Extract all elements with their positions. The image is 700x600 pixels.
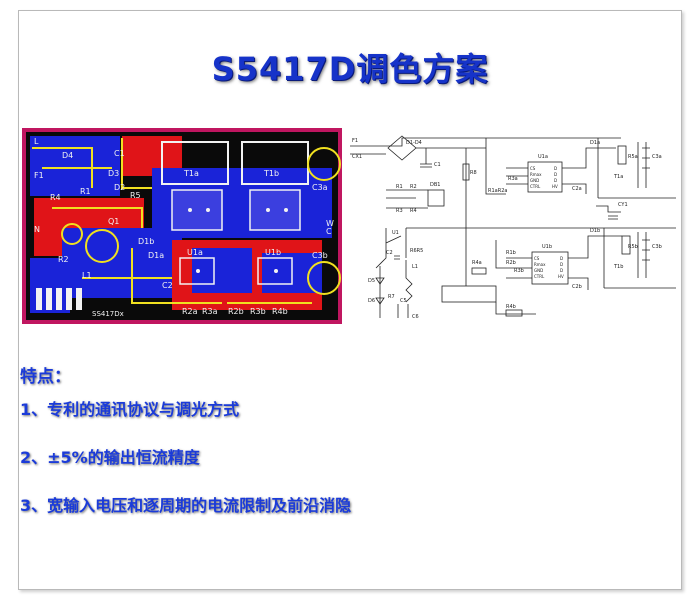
- sch-label-c2a: C2a: [572, 186, 582, 192]
- sch-label-r4: R4: [410, 208, 417, 214]
- u1a-pin-cs: CS: [530, 166, 536, 171]
- sch-label-d6: D6: [368, 298, 375, 304]
- sch-label-u1a: U1a: [538, 154, 548, 160]
- pcb-label-r4b: R4b: [272, 307, 288, 316]
- sch-label-r4b: R4b: [506, 304, 516, 310]
- page-title: S5417D调色方案: [211, 50, 489, 88]
- sch-label-r3: R3: [396, 208, 403, 214]
- pcb-label-d3: D3: [108, 169, 119, 178]
- pcb-label-r2a: R2a: [182, 307, 198, 316]
- sch-label-bridge: D1-D4: [406, 140, 422, 146]
- sch-label-cy1: CY1: [618, 202, 628, 208]
- sch-label-r1ar2a: R1aR2a: [488, 188, 507, 194]
- features-heading: 特点：: [20, 367, 71, 387]
- feature-item-3: 3、宽输入电压和逐周期的电流限制及前沿消隐: [20, 496, 352, 515]
- pcb-label-l1: L1: [82, 271, 92, 280]
- circuit-schematic-image: F1 CX1 D1-D4 C1 U1a D1a R5a C3a T1a R1 R…: [346, 128, 681, 326]
- pcb-label-f1: F1: [34, 171, 44, 180]
- pcb-label-r2: R2: [58, 255, 69, 264]
- sch-label-r7: R7: [388, 294, 395, 300]
- pcb-label-l: L: [34, 137, 39, 146]
- pcb-layout-image: L F1 N D4 R1 R4 D3 R5 C1 D2 R2 Q1 D1b U1…: [22, 128, 342, 324]
- sch-label-r3a: R3a: [508, 176, 518, 182]
- u1a-pin-gnd: GND: [530, 178, 539, 183]
- pcb-label-c2: C2: [162, 281, 173, 290]
- sch-label-c2: C2: [386, 250, 393, 256]
- sch-label-db1: DB1: [430, 182, 440, 188]
- pcb-label-r3b: R3b: [250, 307, 266, 316]
- u1b-pin-gnd: GND: [534, 268, 543, 273]
- sch-label-l1: L1: [412, 264, 418, 270]
- u1b-pin-d3: D: [560, 268, 563, 273]
- u1a-pin-rmax: Rmax: [530, 172, 542, 177]
- sch-label-d5: D5: [368, 278, 375, 284]
- sch-label-r6r5: R6R5: [410, 248, 423, 254]
- sch-label-f1: F1: [352, 138, 358, 144]
- pcb-label-c3b: C3b: [312, 251, 328, 260]
- u1b-pin-rmax: Rmax: [534, 262, 546, 267]
- u1b-pin-d1: D: [560, 256, 563, 261]
- sch-label-t1a: T1a: [613, 174, 623, 180]
- sch-label-r5b: R5b: [628, 244, 638, 250]
- u1b-pin-ctrl: CTRL: [534, 274, 545, 279]
- feature-item-1: 1、专利的通讯协议与调光方式: [20, 400, 240, 419]
- sch-label-d1a: D1a: [590, 140, 600, 146]
- pcb-label-r4: R4: [50, 193, 61, 202]
- pcb-label-w: W: [326, 219, 334, 228]
- pcb-label-r5: R5: [130, 191, 141, 200]
- pcb-label-c1: C1: [114, 149, 125, 158]
- u1b-pin-d2: D: [560, 262, 563, 267]
- sch-label-r1b: R1b: [506, 250, 516, 256]
- sch-label-c1: C1: [434, 162, 441, 168]
- sch-label-u1: U1: [392, 230, 399, 236]
- u1a-pin-d2: D: [554, 172, 557, 177]
- sch-label-cx1: CX1: [352, 154, 362, 160]
- pcb-label-t1a: T1a: [183, 169, 199, 178]
- sch-label-d1b: D1b: [590, 228, 600, 234]
- u1a-pin-ctrl: CTRL: [530, 184, 541, 189]
- pcb-label-r1: R1: [80, 187, 91, 196]
- sch-label-c3a: C3a: [652, 154, 662, 160]
- u1a-pin-d1: D: [554, 166, 557, 171]
- sch-label-r3b: R3b: [514, 268, 524, 274]
- sch-label-t1b: T1b: [613, 264, 623, 270]
- sch-label-r1: R1: [396, 184, 403, 190]
- sch-label-r8: R8: [470, 170, 477, 176]
- pcb-label-u1b: U1b: [265, 248, 281, 257]
- u1b-pin-cs: CS: [534, 256, 540, 261]
- u1b-pin-hv: HV: [558, 274, 564, 279]
- sch-label-r5a: R5a: [628, 154, 638, 160]
- feature-item-2: 2、±5%的输出恒流精度: [20, 448, 200, 467]
- pcb-label-q1: Q1: [108, 217, 119, 226]
- pcb-label-r2b: R2b: [228, 307, 244, 316]
- pcb-silkscreen-model: SS417Dx: [92, 310, 124, 318]
- pcb-label-u1a: U1a: [187, 248, 203, 257]
- sch-label-r4a: R4a: [472, 260, 482, 266]
- sch-label-r2b: R2b: [506, 260, 516, 266]
- pcb-label-c3a: C3a: [312, 183, 328, 192]
- sch-label-r2: R2: [410, 184, 417, 190]
- pcb-label-d2: D2: [114, 183, 125, 192]
- sch-label-c6: C6: [412, 314, 419, 320]
- pcb-label-c: C: [326, 227, 332, 236]
- pcb-label-t1b: T1b: [263, 169, 279, 178]
- pcb-label-d1b: D1b: [138, 237, 154, 246]
- sch-label-c2b: C2b: [572, 284, 582, 290]
- pcb-label-r3a: R3a: [202, 307, 218, 316]
- sch-label-u1b: U1b: [542, 244, 552, 250]
- sch-label-c3b: C3b: [652, 244, 662, 250]
- u1a-pin-d3: D: [554, 178, 557, 183]
- pcb-label-d4: D4: [62, 151, 73, 160]
- u1a-pin-hv: HV: [552, 184, 558, 189]
- sch-label-c5: C5: [400, 298, 407, 304]
- pcb-label-n: N: [34, 225, 40, 234]
- pcb-label-d1a: D1a: [148, 251, 164, 260]
